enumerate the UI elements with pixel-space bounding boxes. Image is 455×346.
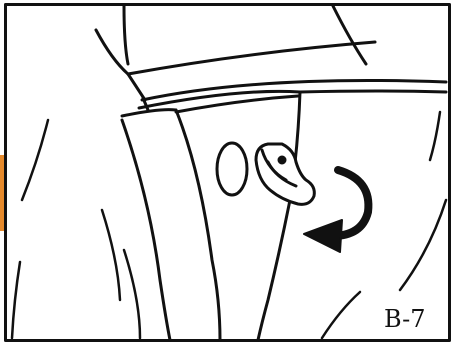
figure-label: B-7 <box>384 305 426 333</box>
upper-panel <box>94 4 448 112</box>
side-panel <box>120 90 302 342</box>
sweep-lines <box>10 110 448 340</box>
oval-hole <box>215 141 249 197</box>
latch-knob-icon <box>254 142 316 206</box>
border-frame <box>4 3 451 342</box>
curved-arrow-icon <box>303 166 373 253</box>
line-drawing <box>4 3 451 342</box>
orange-edge-tab <box>0 155 6 231</box>
